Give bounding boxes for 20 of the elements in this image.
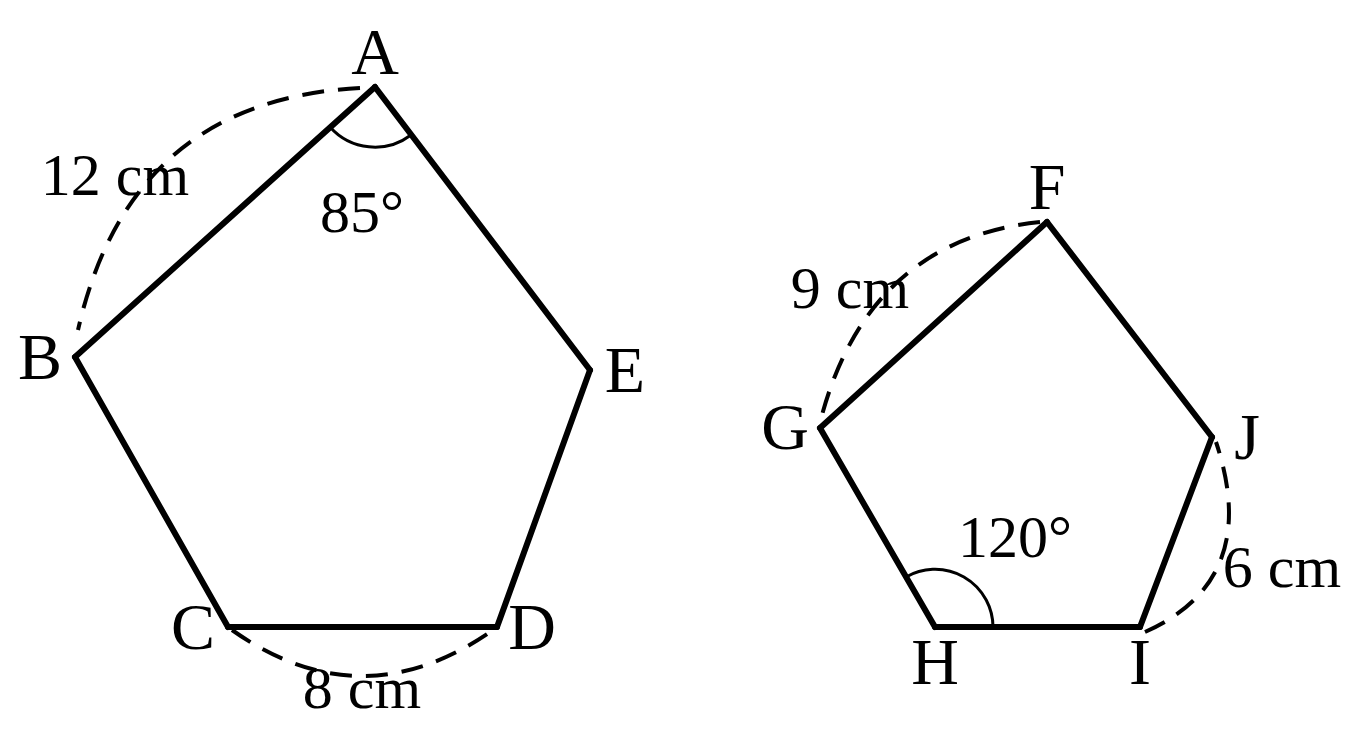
vertex-label: G xyxy=(750,392,820,462)
polygon-side xyxy=(817,425,938,630)
vertex-label: B xyxy=(5,322,75,392)
dimension-label: 6 cm xyxy=(1222,537,1342,597)
polygon-side xyxy=(372,84,593,373)
vertex-label: H xyxy=(900,627,970,697)
vertex-label: I xyxy=(1105,627,1175,697)
dimension-label: 9 cm xyxy=(790,258,910,318)
vertex-label: F xyxy=(1012,152,1082,222)
vertex-label: D xyxy=(497,592,567,662)
angle-label: 85° xyxy=(320,182,404,242)
dimension-label: 8 cm xyxy=(302,658,422,718)
polygon-side xyxy=(1044,219,1215,440)
polygon-side xyxy=(72,354,231,630)
polygon-side xyxy=(225,624,500,630)
angle-label: 120° xyxy=(958,507,1072,567)
vertex-label: J xyxy=(1212,402,1282,472)
vertex-label: E xyxy=(590,335,660,405)
vertex-label: A xyxy=(340,17,410,87)
vertex-label: C xyxy=(158,592,228,662)
